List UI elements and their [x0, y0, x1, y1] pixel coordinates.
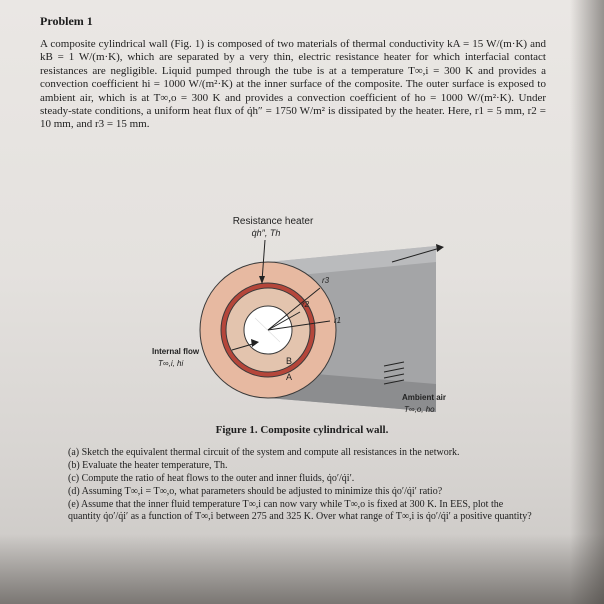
internal-flow-arrow-icon	[251, 339, 259, 347]
heater-label: Resistance heater	[233, 216, 314, 227]
layer-a-label: A	[286, 372, 292, 382]
figure-caption: Figure 1. Composite cylindrical wall.	[215, 424, 389, 436]
heater-arrow-icon	[259, 276, 265, 284]
heat-out-arrow-icon	[436, 244, 444, 252]
page-bottom-shadow	[0, 534, 604, 604]
problem-title: Problem 1	[40, 14, 93, 28]
r1-leader	[267, 320, 331, 331]
question-b: (b) Evaluate the heater temperature, Th.	[68, 460, 228, 471]
question-d: (d) Assuming T∞,i = T∞,o, what parameter…	[68, 486, 443, 497]
question-e: (e) Assume that the inner fluid temperat…	[68, 499, 532, 522]
internal-flow-label: Internal flow	[152, 347, 200, 356]
internal-flow-sublabel: T∞,i, hi	[158, 359, 183, 368]
question-c: (c) Compute the ratio of heat flows to t…	[68, 473, 355, 484]
r3-label: r3	[322, 276, 330, 285]
heater-sublabel: q̇h″, Th	[252, 228, 281, 238]
ambient-flow-arrows-icon	[383, 361, 405, 385]
problem-statement: A composite cylindrical wall (Fig. 1) is…	[40, 38, 546, 131]
r2-label: r2	[302, 300, 310, 309]
page-edge-shadow	[570, 0, 604, 604]
ambient-air-label: Ambient air	[402, 393, 446, 402]
ambient-air-sublabel: T∞,o, ho	[404, 405, 435, 414]
question-a: (a) Sketch the equivalent thermal circui…	[68, 447, 460, 458]
r3-leader	[267, 287, 321, 331]
r2-leader	[267, 311, 301, 331]
layer-b-label: B	[286, 356, 292, 366]
r1-label: r1	[334, 316, 341, 325]
tube-highlight	[268, 246, 436, 278]
